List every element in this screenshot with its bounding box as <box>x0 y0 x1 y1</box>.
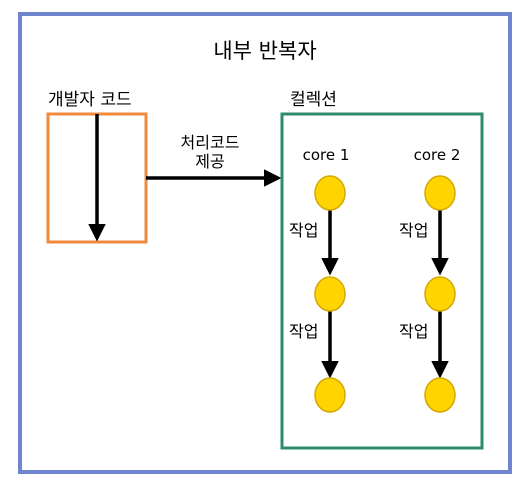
core-1-label: core 1 <box>303 146 350 164</box>
collection-label: 컬렉션 <box>290 90 337 110</box>
core-2-task-label-1: 작업 <box>399 221 428 240</box>
core-2-label: core 2 <box>414 146 461 164</box>
core-2-node-2 <box>424 276 456 312</box>
core-1-node-3 <box>314 377 346 413</box>
core-2-node-1 <box>424 175 456 211</box>
core-2-node-3 <box>424 377 456 413</box>
provide-arrow-label-line2: 제공 <box>195 152 224 171</box>
core-1-task-label-1: 작업 <box>289 221 318 240</box>
core-1-node-2 <box>314 276 346 312</box>
provide-arrow-label-line1: 처리코드 <box>181 133 240 152</box>
core-1-task-label-2: 작업 <box>289 322 318 341</box>
core-1-lane: core 1 작업 작업 <box>289 146 350 413</box>
collection-box <box>280 112 484 450</box>
developer-code-label: 개발자 코드 <box>48 90 132 110</box>
core-2-lane: core 2 작업 작업 <box>399 146 461 413</box>
diagram-title: 내부 반복자 <box>213 39 316 63</box>
core-1-node-1 <box>314 175 346 211</box>
core-2-task-label-2: 작업 <box>399 322 428 341</box>
